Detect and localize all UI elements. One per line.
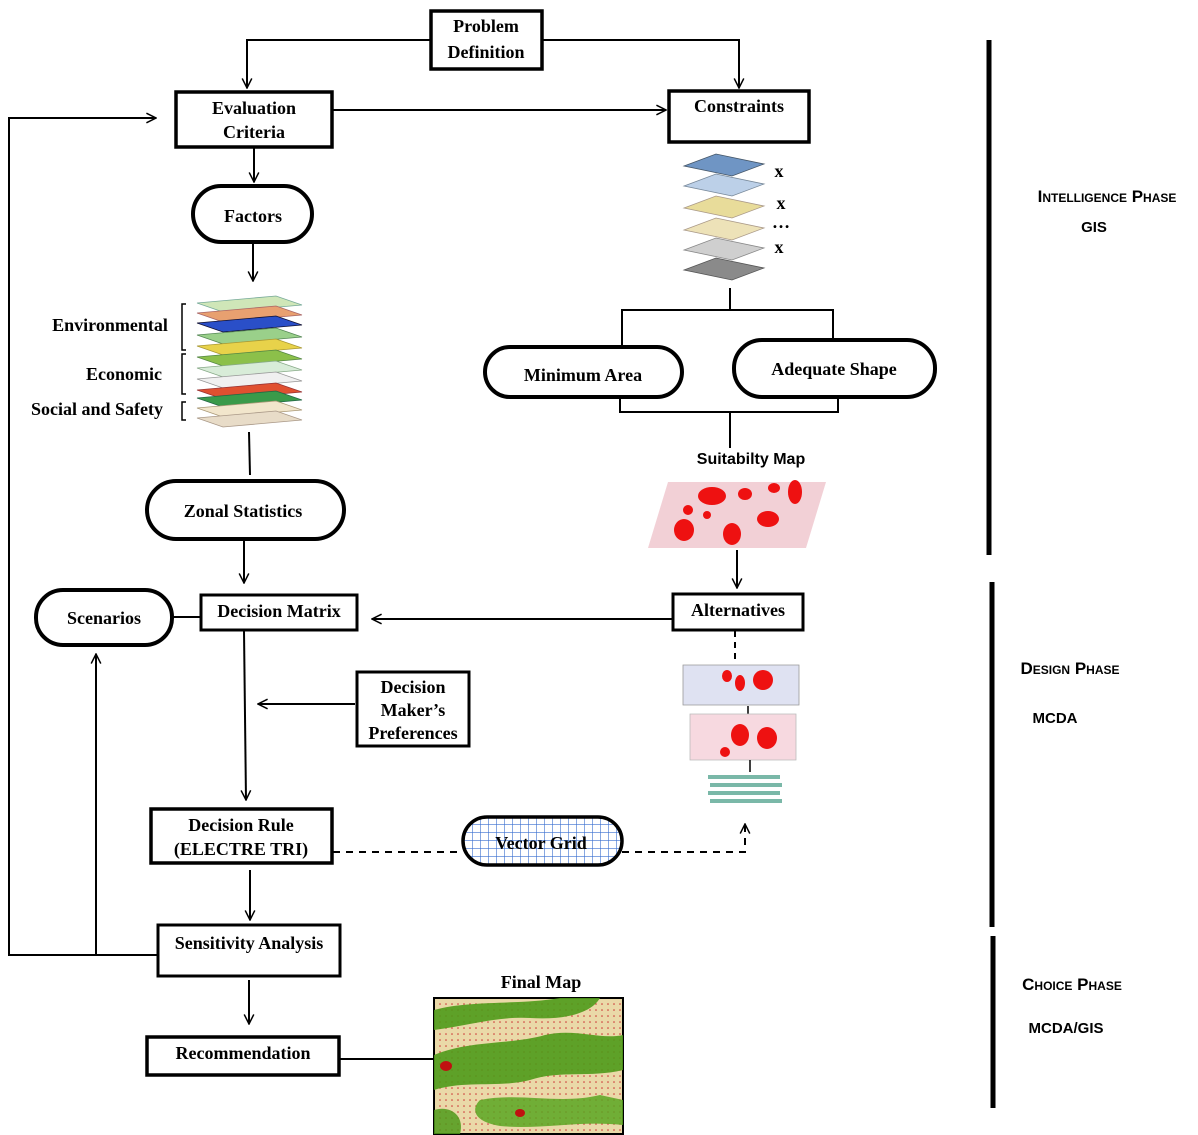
decision-matrix-box: Decision Matrix [199,593,359,632]
constraint-mark-4: x [775,237,784,257]
constraint-mark-3: … [772,212,790,232]
factor-layers-image [196,295,303,428]
evaluation-criteria-box: Evaluation Criteria [174,90,334,149]
design-phase-subtitle: MCDA [1033,710,1078,727]
factor-group-braces [181,303,186,421]
evaluation-criteria-line2: Criteria [223,122,285,142]
arrow-sensitivity-to-criteria [8,118,158,956]
economic-label: Economic [86,364,162,384]
problem-definition-line1: Problem [453,16,519,36]
preferences-line3: Preferences [368,723,457,743]
intelligence-phase-title: Intelligence Phase [1038,187,1177,206]
recommendation-box: Recommendation [145,1035,341,1077]
sensitivity-analysis-label: Sensitivity Analysis [175,933,324,953]
alternatives-label: Alternatives [691,600,785,620]
suitability-map-image [648,480,826,548]
evaluation-criteria-line1: Evaluation [212,98,296,118]
constraint-mark-2: x [777,193,786,213]
choice-phase-label: Choice Phase MCDA/GIS [1022,975,1122,1037]
scenarios-label: Scenarios [67,608,141,628]
arrow-problem-to-constraints [543,39,739,88]
line-layers-to-zonal [248,431,251,476]
phase-bars [986,40,996,1108]
decision-rule-line1: Decision Rule [188,815,294,835]
factors-box: Factors [191,184,314,244]
final-map-image [433,997,624,1135]
intelligence-phase-subtitle: GIS [1081,219,1107,236]
minimum-area-label: Minimum Area [524,365,642,385]
alternatives-box: Alternatives [671,592,805,632]
problem-definition-line2: Definition [447,42,524,62]
constraints-label: Constraints [694,96,784,116]
problem-definition-box: Problem Definition [429,9,544,71]
alternatives-layers-image [682,664,800,803]
adequate-shape-label: Adequate Shape [771,359,897,379]
zonal-statistics-box: Zonal Statistics [145,479,346,541]
design-phase-title: Design Phase [1020,659,1119,678]
scenarios-box: Scenarios [34,588,174,647]
bracket-bottom [619,398,839,413]
environmental-label: Environmental [52,315,168,335]
dashed-grid-to-alternatives [622,824,745,853]
decision-matrix-label: Decision Matrix [217,601,340,621]
decision-rule-box: Decision Rule (ELECTRE TRI) [149,807,334,865]
constraint-mark-1: x [775,161,784,181]
social-and-safety-label: Social and Safety [31,399,163,419]
choice-phase-title: Choice Phase [1022,975,1122,994]
decision-makers-preferences-box: Decision Maker’s Preferences [355,670,471,748]
design-phase-label: Design Phase MCDA [1020,659,1119,727]
vector-grid-box: Vector Grid [461,815,624,867]
zonal-statistics-label: Zonal Statistics [184,501,303,521]
bracket-top [621,309,834,345]
vector-grid-label: Vector Grid [495,833,587,853]
constraints-box: Constraints [667,89,811,144]
intelligence-phase-label: Intelligence Phase GIS [1038,187,1177,236]
choice-phase-subtitle: MCDA/GIS [1029,1020,1104,1037]
connectors [8,39,839,1060]
arrow-matrix-to-rule [244,630,246,800]
suitability-map-title: Suitabilty Map [697,451,806,468]
sensitivity-analysis-box: Sensitivity Analysis [156,923,342,978]
minimum-area-box: Minimum Area [483,345,684,399]
constraint-layers-image [682,153,766,281]
final-map-title: Final Map [501,972,582,992]
recommendation-label: Recommendation [176,1043,311,1063]
preferences-line1: Decision [381,677,446,697]
adequate-shape-box: Adequate Shape [732,338,937,399]
arrow-problem-to-criteria [247,39,430,88]
factors-label: Factors [224,206,282,226]
decision-rule-line2: (ELECTRE TRI) [174,839,308,860]
arrow-sensitivity-to-scenarios [96,654,158,956]
preferences-line2: Maker’s [381,700,446,720]
